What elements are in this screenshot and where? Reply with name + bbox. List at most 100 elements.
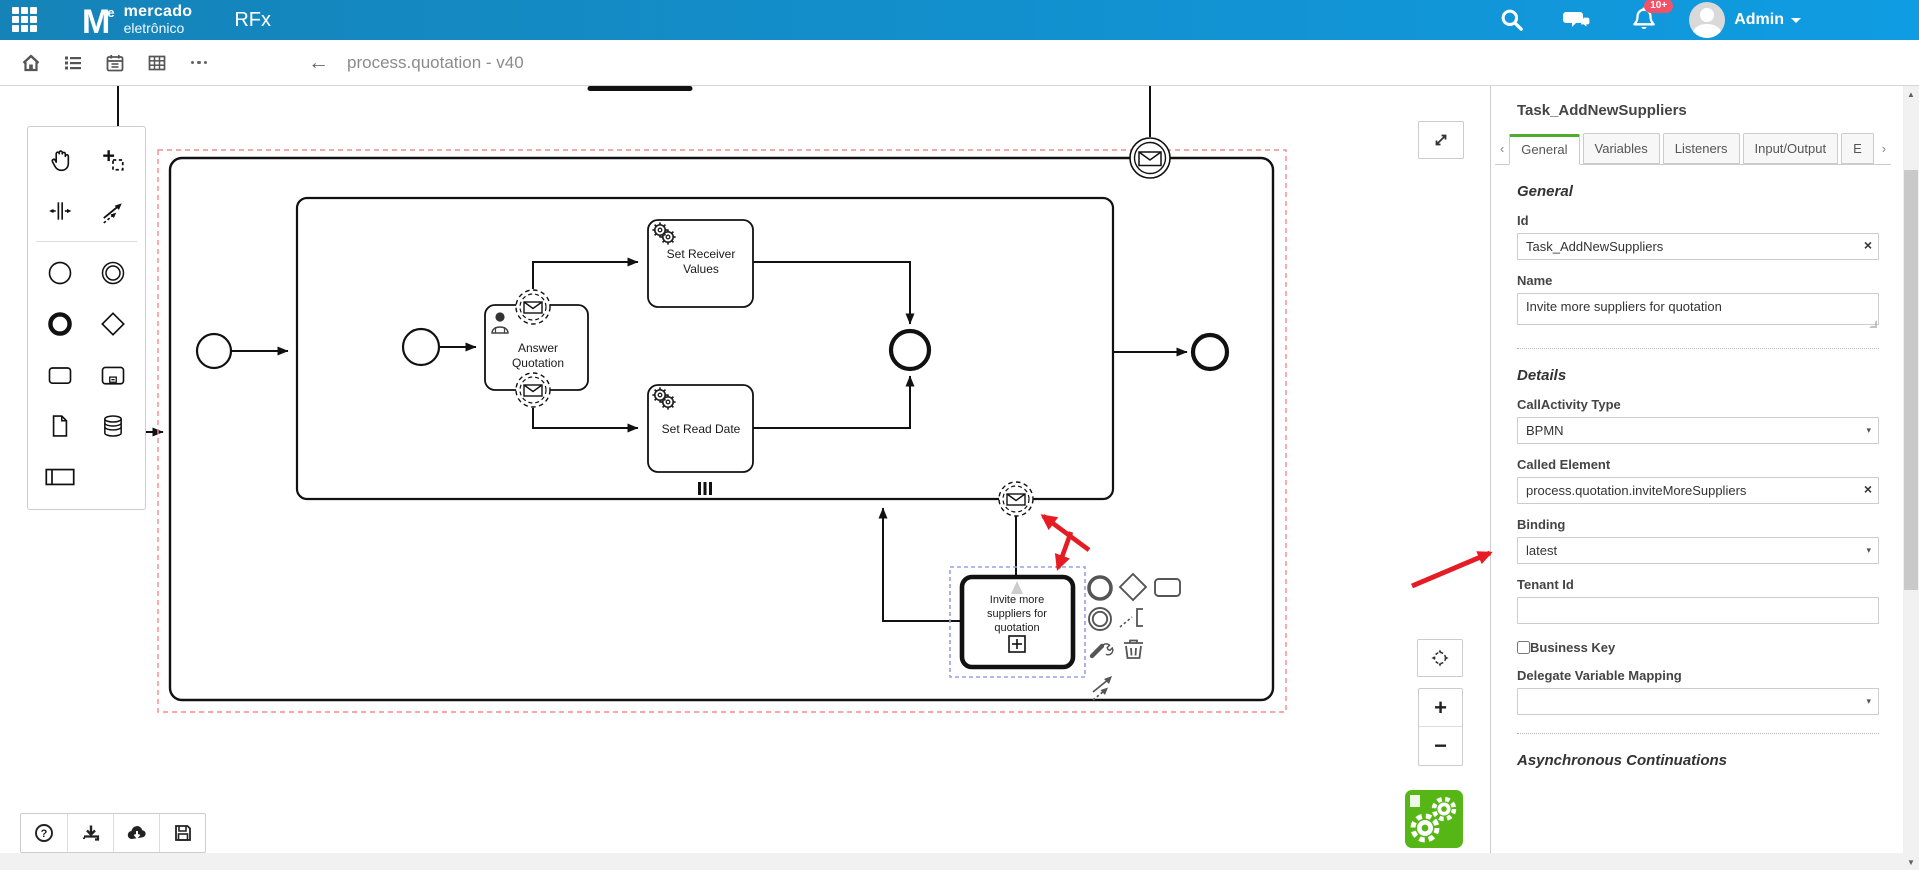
palette-participant[interactable] (34, 451, 87, 502)
palette-gateway[interactable] (87, 298, 140, 349)
palette-subprocess[interactable] (87, 349, 140, 400)
business-key-checkbox[interactable] (1517, 641, 1530, 654)
app-grid-icon[interactable] (12, 7, 38, 33)
flow-receiver-to-end[interactable] (753, 261, 915, 325)
tab-scroll-right[interactable]: › (1881, 141, 1887, 156)
callactivity-type-select[interactable]: BPMN (1517, 417, 1879, 444)
home-icon[interactable] (14, 46, 48, 80)
table-icon[interactable] (140, 46, 174, 80)
chat-icon[interactable] (1561, 3, 1595, 37)
camunda-logo[interactable] (1404, 789, 1464, 854)
scroll-down-icon[interactable]: ▼ (1907, 857, 1915, 867)
id-input[interactable] (1517, 233, 1879, 260)
palette-data-store[interactable] (87, 400, 140, 451)
search-icon[interactable] (1495, 3, 1529, 37)
context-pad-connect-icon[interactable] (1092, 676, 1112, 701)
palette-end-event[interactable] (34, 298, 87, 349)
context-pad-wrench-icon[interactable] (1089, 643, 1114, 659)
svg-text:Set Receiver: Set Receiver (667, 247, 736, 261)
context-pad-task[interactable] (1154, 578, 1181, 597)
name-label: Name (1517, 273, 1553, 288)
zoom-in-button[interactable]: + (1419, 689, 1462, 727)
selection-frame-blue (949, 566, 1086, 678)
reset-viewport-button[interactable] (1417, 639, 1463, 677)
id-label: Id (1517, 213, 1529, 228)
start-event-outer[interactable] (195, 332, 233, 370)
binding-select[interactable]: latest (1517, 537, 1879, 564)
user-task-answer-quotation[interactable]: Answer Quotation (484, 304, 589, 391)
svg-text:?: ? (41, 828, 48, 840)
message-boundary-event-outer[interactable] (1129, 137, 1171, 179)
vertical-scrollbar[interactable]: ▲ ▼ (1903, 86, 1919, 870)
palette-intermediate-event[interactable] (87, 247, 140, 298)
svg-text:Set Read Date: Set Read Date (662, 422, 741, 436)
help-button[interactable]: ? (21, 814, 67, 852)
palette-lasso-tool[interactable] (87, 134, 140, 185)
notifications-bell-icon[interactable]: 10+ (1627, 0, 1674, 37)
service-task-set-receiver-values[interactable]: Set Receiver Values (647, 219, 754, 308)
flow-to-set-read[interactable] (532, 408, 639, 433)
fullscreen-button[interactable] (1418, 121, 1464, 159)
clear-called-element-icon[interactable]: × (1863, 481, 1872, 497)
context-pad-trash-icon[interactable] (1124, 639, 1143, 659)
back-arrow-icon[interactable]: ← (308, 50, 329, 74)
list-icon[interactable] (56, 46, 90, 80)
flow-to-set-receiver[interactable] (532, 257, 639, 289)
tab-listeners[interactable]: Listeners (1662, 133, 1740, 164)
clear-id-icon[interactable]: × (1863, 237, 1872, 253)
download-bpmn-button[interactable] (67, 814, 113, 852)
start-event-inner[interactable] (401, 327, 441, 367)
context-pad-end-event[interactable] (1087, 575, 1113, 601)
save-button[interactable] (159, 814, 205, 852)
end-event-inner[interactable] (888, 328, 932, 372)
service-task-set-read-date[interactable]: Set Read Date (647, 384, 754, 473)
flow-call-activity-loopback[interactable] (878, 507, 960, 622)
palette-data-object[interactable] (34, 400, 87, 451)
tab-scroll-left[interactable]: ‹ (1499, 141, 1505, 156)
context-pad-gateway[interactable] (1118, 572, 1148, 602)
palette-task[interactable] (34, 349, 87, 400)
horizontal-scrollbar[interactable] (0, 853, 1903, 870)
properties-tabbar: ‹ General Variables Listeners Input/Outp… (1495, 133, 1891, 165)
call-activity-invite-more-suppliers[interactable]: Invite more suppliers for quotation (959, 574, 1076, 670)
context-pad-text-annotation[interactable] (1119, 608, 1143, 628)
scrollbar-thumb[interactable] (1904, 170, 1918, 590)
tab-general[interactable]: General (1509, 134, 1580, 165)
delegate-variable-mapping-select[interactable] (1517, 688, 1879, 715)
multi-instance-marker (698, 482, 712, 495)
name-textarea[interactable]: Invite more suppliers for quotation (1517, 293, 1879, 325)
callactivity-type-label: CallActivity Type (1517, 397, 1621, 412)
palette-space-tool[interactable] (34, 185, 87, 236)
calendar-icon[interactable] (98, 46, 132, 80)
called-element-input[interactable] (1517, 477, 1879, 504)
async-section-heading: Asynchronous Continuations (1517, 752, 1727, 769)
message-boundary-event-bottom[interactable] (515, 372, 551, 408)
user-caret-down-icon[interactable] (1791, 17, 1801, 23)
element-title: Task_AddNewSuppliers (1517, 102, 1687, 119)
message-boundary-event-top[interactable] (515, 289, 551, 325)
properties-panel: Task_AddNewSuppliers ‹ General Variables… (1490, 86, 1903, 853)
bpmn-palette (27, 126, 146, 510)
message-boundary-event-inner-bottom[interactable] (998, 481, 1034, 517)
zoom-out-button[interactable]: − (1434, 733, 1447, 758)
bpmn-canvas[interactable]: Answer Quotation Set Receiver Values Set… (0, 86, 1490, 853)
palette-start-event[interactable] (34, 247, 87, 298)
cloud-download-button[interactable] (113, 814, 159, 852)
context-pad-intermediate-event[interactable] (1088, 607, 1112, 631)
more-icon[interactable] (182, 46, 216, 80)
scroll-up-icon[interactable]: ▲ (1907, 89, 1915, 99)
context-pad (1087, 572, 1181, 701)
flow-read-to-end[interactable] (753, 375, 915, 429)
palette-hand-tool[interactable] (34, 134, 87, 185)
end-event-outer[interactable] (1190, 332, 1230, 372)
palette-global-connect-tool[interactable] (87, 185, 140, 236)
avatar[interactable] (1689, 2, 1726, 38)
user-menu[interactable]: Admin (1734, 11, 1784, 28)
tenant-id-input[interactable] (1517, 597, 1879, 624)
called-element-label: Called Element (1517, 457, 1611, 472)
tab-variables[interactable]: Variables (1582, 133, 1660, 164)
tab-input-output[interactable]: Input/Output (1742, 133, 1839, 164)
tab-extensions[interactable]: E (1841, 133, 1874, 164)
